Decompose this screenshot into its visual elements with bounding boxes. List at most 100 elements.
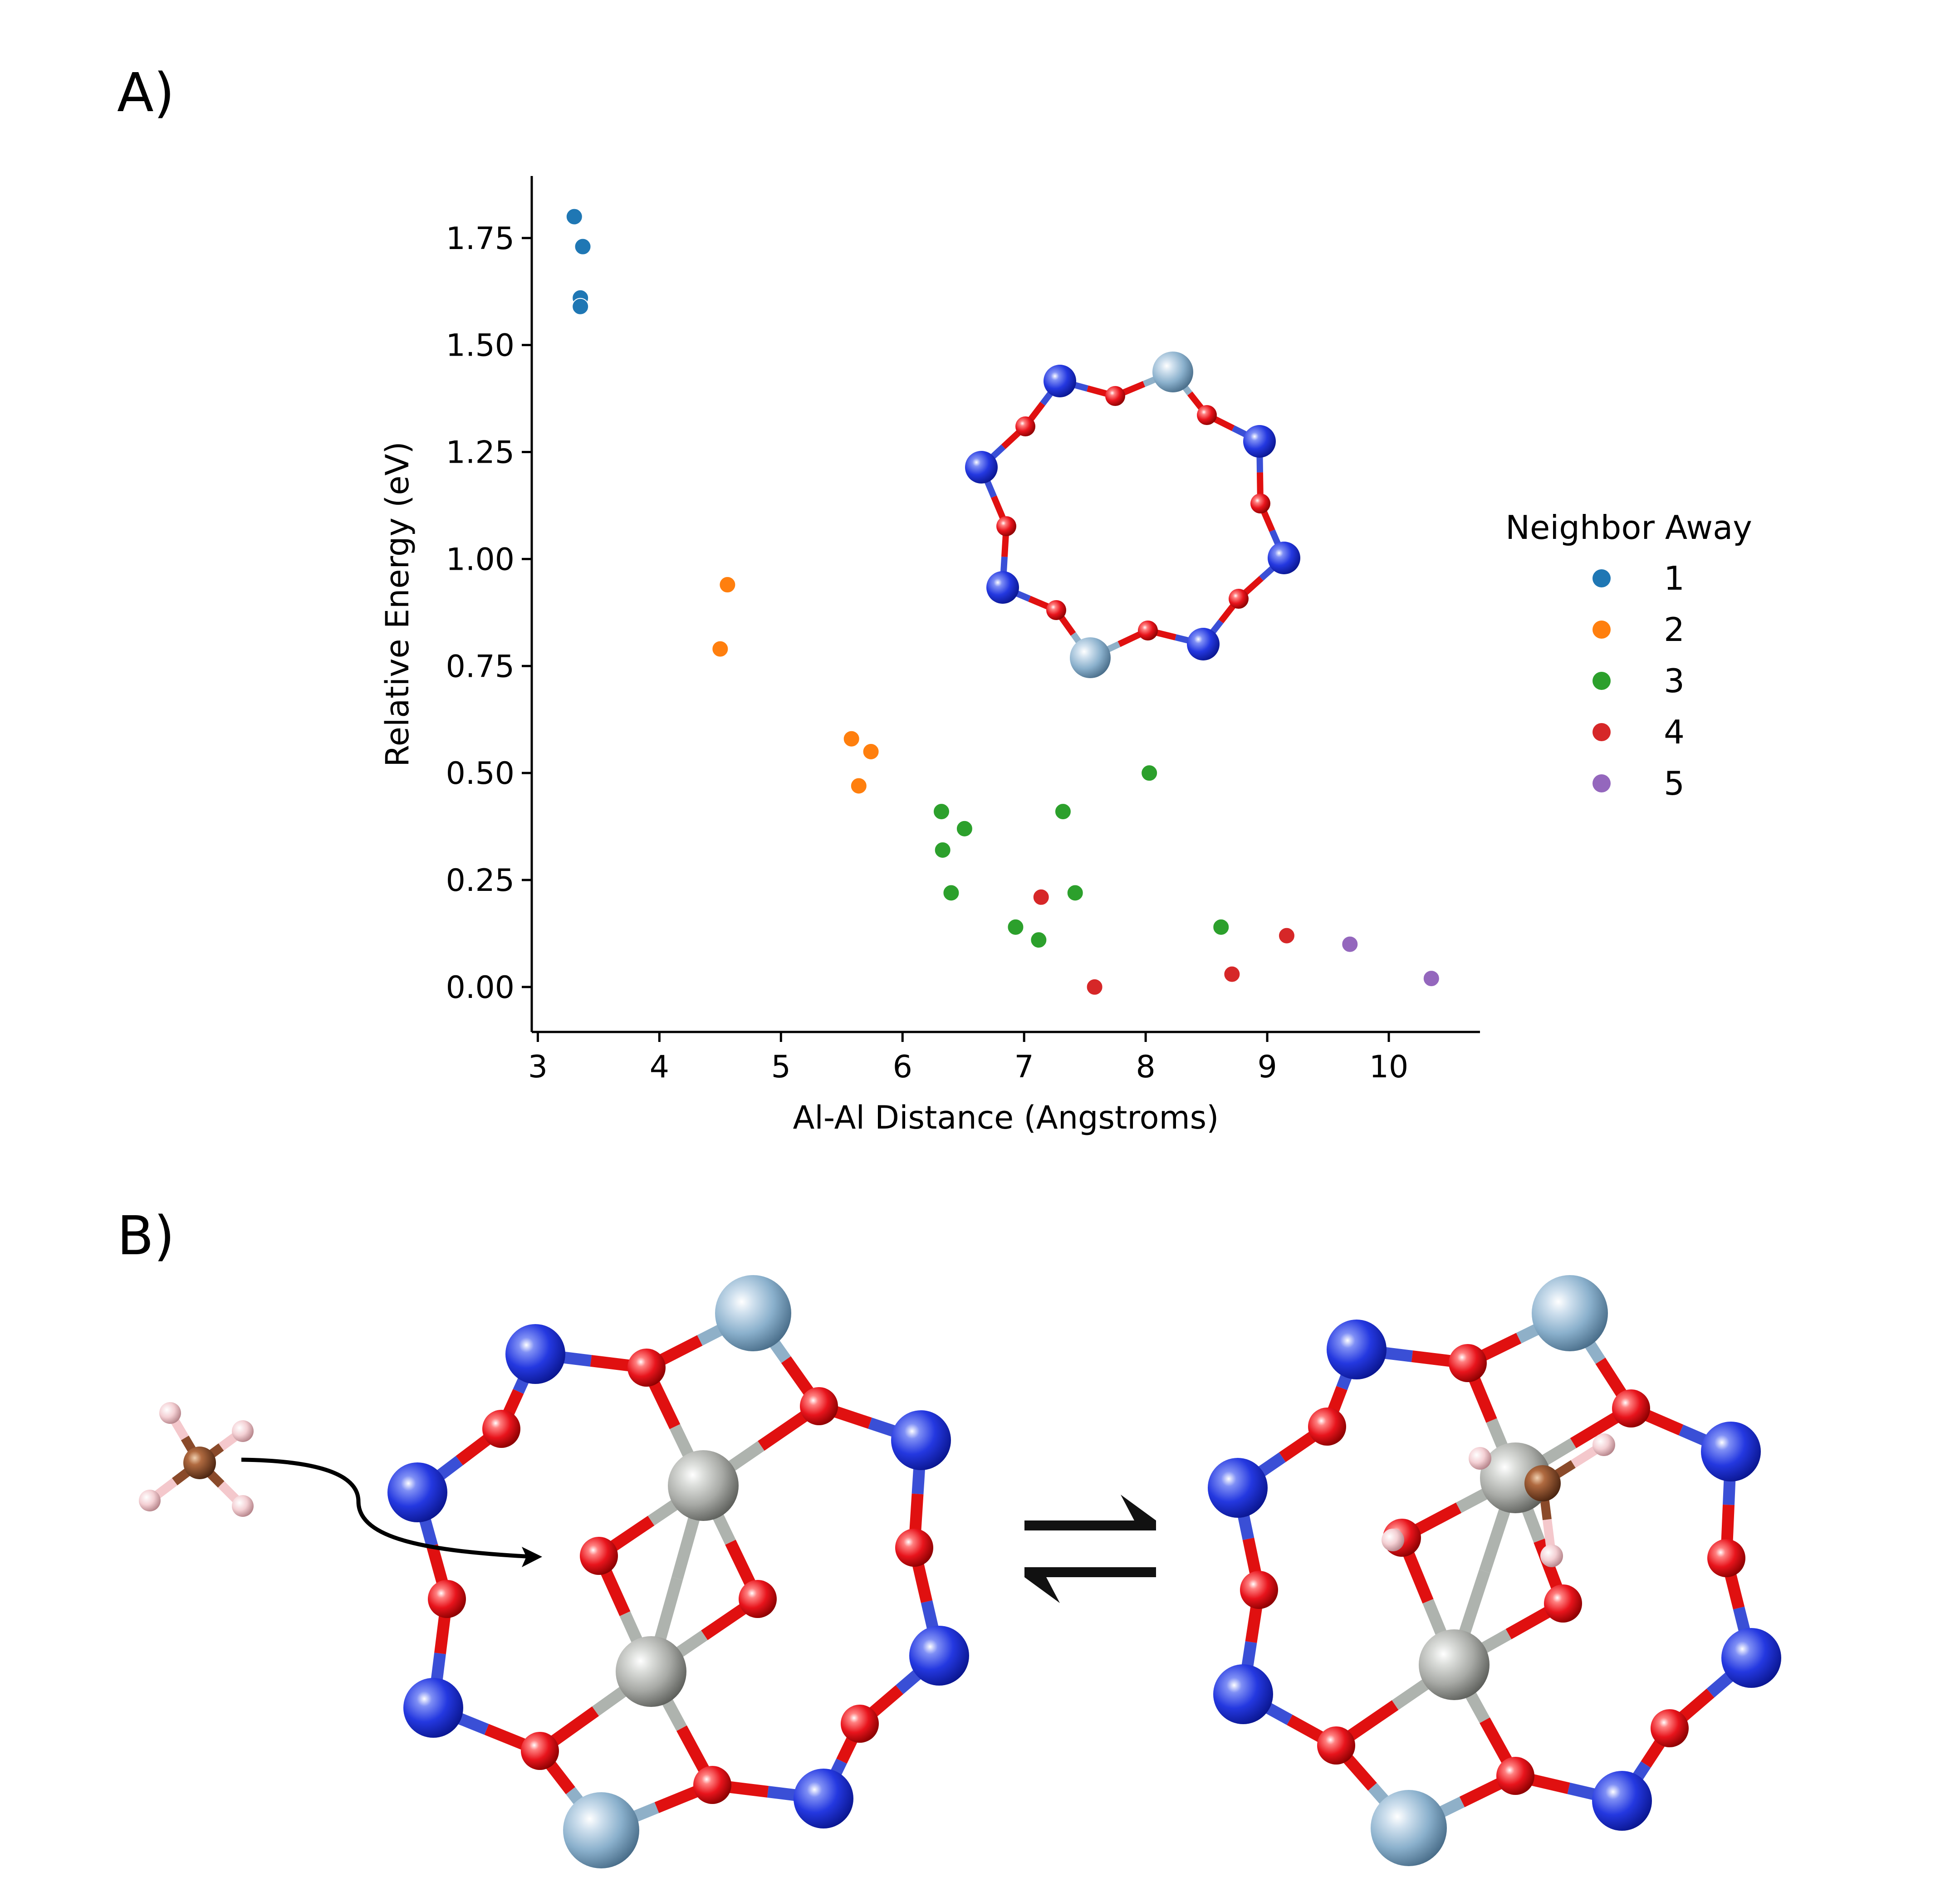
hydrogen-atom bbox=[232, 1495, 254, 1517]
aluminum-atom bbox=[1371, 1790, 1447, 1866]
oxygen-atom bbox=[1015, 416, 1035, 436]
oxygen-atom bbox=[627, 1349, 666, 1387]
oxygen-atom bbox=[895, 1529, 933, 1567]
hydrogen-atom bbox=[232, 1420, 254, 1442]
copper-atom bbox=[616, 1636, 686, 1707]
hydrogen-atom bbox=[1540, 1545, 1563, 1567]
data-point-series-2 bbox=[843, 730, 860, 748]
carbon-atom bbox=[183, 1447, 216, 1479]
x-axis-label: Al-Al Distance (Angstroms) bbox=[793, 1099, 1219, 1136]
structure-final-bonds bbox=[1232, 1308, 1757, 1833]
oxygen-atom bbox=[1612, 1389, 1650, 1427]
silicon-atom bbox=[1268, 542, 1300, 574]
aluminum-atom bbox=[1532, 1275, 1608, 1351]
silicon-atom bbox=[1327, 1320, 1387, 1379]
y-tick-label: 0.00 bbox=[446, 970, 514, 1006]
oxygen-atom bbox=[428, 1580, 466, 1618]
y-tick-label: 0.25 bbox=[446, 863, 514, 899]
silicon-atom bbox=[1208, 1458, 1268, 1518]
silicon-atom bbox=[1701, 1422, 1761, 1481]
data-point-series-4 bbox=[1086, 978, 1103, 996]
oxygen-atom bbox=[1105, 386, 1125, 406]
data-point-series-1 bbox=[574, 238, 592, 255]
legend-label-5: 5 bbox=[1664, 764, 1685, 802]
aluminum-atom bbox=[715, 1275, 791, 1351]
panel-label-a: A) bbox=[117, 61, 175, 124]
legend-label-2: 2 bbox=[1664, 611, 1685, 649]
oxygen-atom bbox=[1707, 1539, 1745, 1577]
data-point-series-2 bbox=[850, 777, 867, 795]
data-point-series-3 bbox=[942, 884, 960, 902]
silicon-atom bbox=[1243, 425, 1276, 458]
silicon-atom bbox=[403, 1678, 463, 1738]
data-point-series-2 bbox=[862, 743, 880, 761]
structure-initial-bonds bbox=[412, 1308, 945, 1836]
structure-initial-atoms bbox=[387, 1275, 969, 1868]
data-point-series-3 bbox=[1212, 918, 1230, 936]
silicon-atom bbox=[794, 1769, 853, 1828]
oxygen-atom bbox=[1544, 1584, 1582, 1623]
data-point-series-3 bbox=[1054, 803, 1072, 821]
copper-atom bbox=[668, 1450, 739, 1521]
data-point-series-1 bbox=[565, 208, 583, 225]
hydrogen-atom bbox=[1592, 1433, 1615, 1456]
data-point-series-4 bbox=[1223, 965, 1241, 983]
silicon-atom bbox=[387, 1462, 447, 1522]
legend-marker-5 bbox=[1592, 774, 1611, 792]
y-tick-label: 1.25 bbox=[446, 435, 514, 471]
legend-label-1: 1 bbox=[1664, 559, 1685, 597]
silicon-atom bbox=[1187, 628, 1220, 660]
inset-atoms bbox=[965, 352, 1300, 678]
aluminum-atom bbox=[1070, 637, 1111, 678]
y-tick-label: 1.75 bbox=[446, 221, 514, 257]
panel-label-b: B) bbox=[117, 1204, 175, 1267]
oxygen-atom bbox=[1317, 1726, 1355, 1765]
inset-bonds bbox=[978, 369, 1287, 661]
data-point-series-2 bbox=[719, 576, 736, 594]
y-tick-label: 0.50 bbox=[446, 756, 514, 792]
y-ticks: 0.000.250.500.751.001.251.501.75 bbox=[446, 221, 532, 1006]
oxygen-atom bbox=[800, 1387, 838, 1425]
y-tick-label: 0.75 bbox=[446, 649, 514, 684]
oxygen-atom bbox=[521, 1732, 559, 1770]
equilibrium-arrows-icon bbox=[1024, 1495, 1156, 1603]
oxygen-atom bbox=[1138, 621, 1158, 640]
data-point-series-3 bbox=[1007, 918, 1024, 936]
curved-arrow-icon bbox=[241, 1457, 542, 1567]
data-point-series-1 bbox=[572, 298, 589, 315]
oxygen-atom bbox=[996, 516, 1016, 536]
x-tick-label: 5 bbox=[771, 1049, 791, 1085]
data-point-series-3 bbox=[1066, 884, 1084, 902]
silicon-atom bbox=[891, 1410, 951, 1470]
hydrogen-atom bbox=[139, 1490, 161, 1511]
data-points bbox=[565, 208, 1440, 996]
oxygen-atom bbox=[1250, 494, 1270, 513]
oxygen-atom bbox=[1308, 1408, 1346, 1446]
oxygen-atom bbox=[1229, 589, 1249, 609]
data-point-series-4 bbox=[1032, 888, 1050, 906]
structure-initial bbox=[387, 1275, 969, 1868]
carbon-atom bbox=[1524, 1465, 1561, 1501]
methane-atoms bbox=[139, 1402, 254, 1517]
hydrogen-atom bbox=[159, 1402, 181, 1424]
data-point-series-5 bbox=[1341, 935, 1359, 953]
y-tick-label: 1.50 bbox=[446, 328, 514, 364]
legend-label-4: 4 bbox=[1664, 713, 1685, 751]
data-point-series-3 bbox=[1030, 931, 1048, 949]
hydrogen-atom bbox=[1469, 1447, 1491, 1470]
silicon-atom bbox=[986, 571, 1019, 604]
silicon-atom bbox=[1721, 1628, 1781, 1688]
x-tick-label: 10 bbox=[1369, 1049, 1409, 1085]
aluminum-atom bbox=[1152, 352, 1193, 392]
data-point-series-2 bbox=[711, 640, 729, 658]
data-point-series-3 bbox=[932, 803, 950, 821]
data-point-series-5 bbox=[1422, 970, 1440, 987]
methane-molecule bbox=[139, 1402, 254, 1517]
data-point-series-4 bbox=[1278, 927, 1295, 944]
legend-marker-2 bbox=[1592, 621, 1611, 639]
x-tick-label: 7 bbox=[1014, 1049, 1034, 1085]
x-tick-label: 8 bbox=[1136, 1049, 1156, 1085]
silicon-atom bbox=[505, 1324, 565, 1384]
